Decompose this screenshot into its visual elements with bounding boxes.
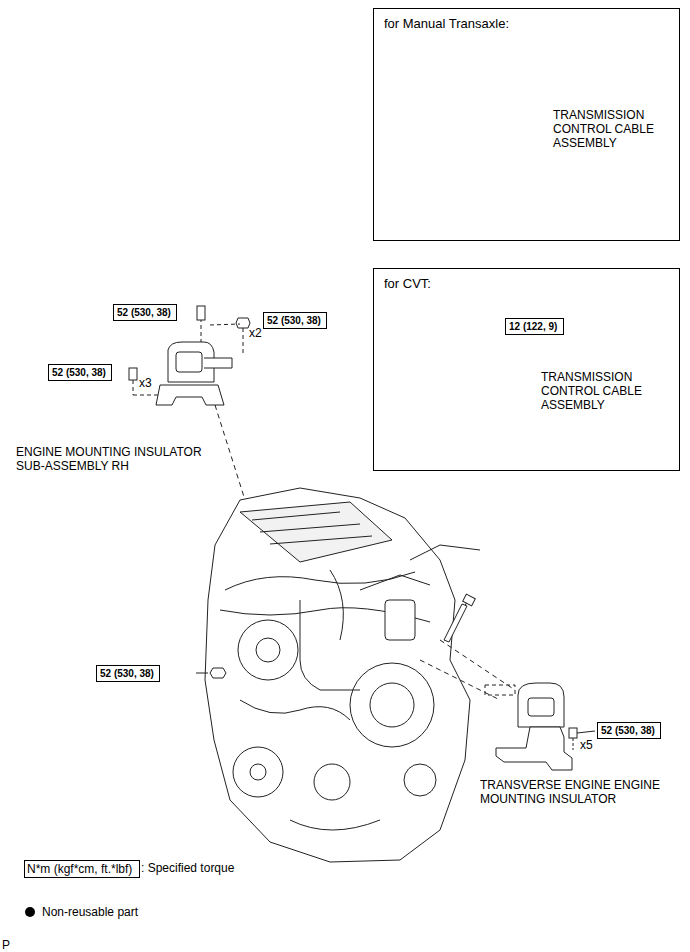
- node-text: N*m (kgf*cm, ft.*lbf): [27, 861, 137, 877]
- node-text: 52 (530, 38): [267, 313, 323, 328]
- torque-spec-box: 52 (530, 38): [263, 312, 327, 329]
- non-reusable-dot: [25, 907, 35, 917]
- node-text: for Manual Transaxle:: [384, 16, 669, 31]
- torque-unit-box: N*m (kgf*cm, ft.*lbf): [24, 860, 140, 878]
- torque-spec-box: 52 (530, 38): [113, 304, 177, 321]
- node-text: for CVT:: [384, 276, 669, 291]
- torque-spec-box: 52 (530, 38): [96, 665, 160, 682]
- variant-panel: for CVT: 12 (122, 9): [373, 268, 680, 471]
- legend-text: Non-reusable part: [42, 905, 138, 919]
- quantity-mark: x3: [139, 376, 159, 390]
- node-text: 52 (530, 38): [100, 666, 156, 681]
- node-text: 52 (530, 38): [601, 723, 657, 738]
- node-text: 52 (530, 38): [117, 305, 173, 320]
- torque-spec-box: 52 (530, 38): [597, 722, 661, 739]
- engine-transaxle: [196, 488, 480, 862]
- legend-entry: Non-reusable part: [42, 905, 138, 919]
- quantity-mark: x5: [580, 738, 600, 752]
- transverse-engine-mount: [420, 640, 595, 770]
- engine-mount-rh: [129, 306, 250, 500]
- quantity-mark: x2: [249, 326, 269, 340]
- node-text: 52 (530, 38): [52, 365, 108, 380]
- part-name: TRANSMISSION CONTROL CABLE ASSEMBLY: [541, 370, 656, 412]
- part-name: TRANSVERSE ENGINE ENGINE MOUNTING INSULA…: [480, 778, 680, 806]
- legend-text: : Specified torque: [141, 861, 301, 875]
- part-name: ENGINE MOUNTING INSULATOR SUB-ASSEMBLY R…: [16, 445, 216, 473]
- torque-spec-box: 12 (122, 9): [505, 318, 564, 335]
- page-mark: P: [2, 938, 14, 952]
- torque-spec-box: 52 (530, 38): [48, 364, 112, 381]
- part-name: TRANSMISSION CONTROL CABLE ASSEMBLY: [553, 108, 668, 150]
- node-text: 12 (122, 9): [509, 319, 560, 334]
